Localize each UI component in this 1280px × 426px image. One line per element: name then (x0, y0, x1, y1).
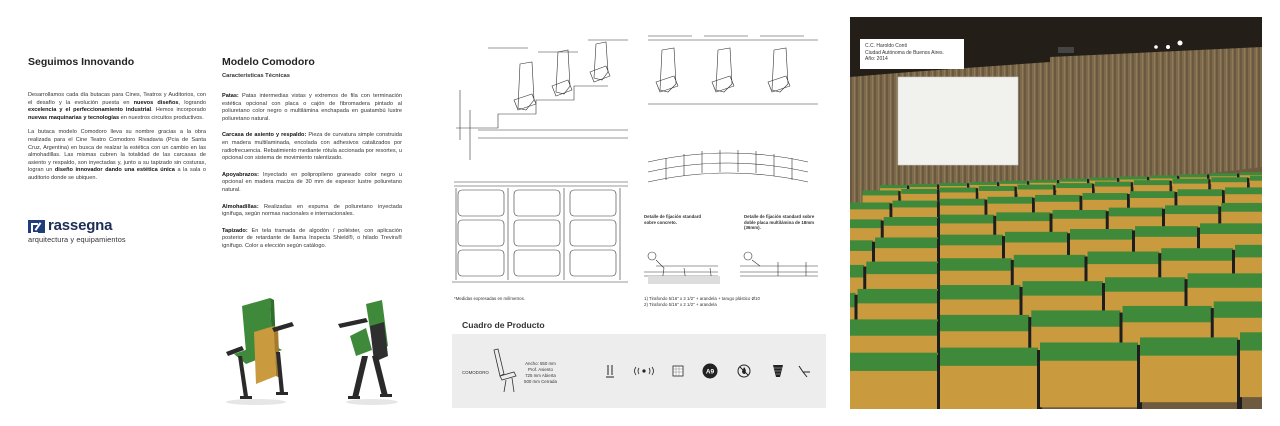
model-title: Modelo Comodoro (222, 56, 315, 68)
drawing-linework (452, 35, 818, 284)
specs-column: Modelo Comodoro Características Técnicas… (222, 56, 402, 260)
specs-subtitle: Características Técnicas (222, 73, 290, 79)
product-model-label: COMODORO (462, 370, 489, 375)
spec-item: Tapizado: En tela tramada de algodón / p… (222, 227, 402, 249)
tilting-seat-icon (796, 363, 812, 379)
detail-concrete-title: Detalle de fijación standard sobre concr… (644, 214, 702, 225)
fabric-texture-icon (670, 363, 686, 379)
caption-venue: C.C. Haroldo Conti (865, 43, 907, 49)
intro-column: Seguimos Innovando Desarrollamos cada dí… (28, 56, 206, 190)
intro-paragraph-1: Desarrollamos cada día butacas para Cine… (28, 92, 206, 121)
photo-caption: C.C. Haroldo Conti Ciudad Autónoma de Bu… (860, 39, 964, 69)
intro-paragraph-2: La butaca modelo Comodoro lleva su nombr… (28, 129, 206, 181)
product-table: COMODORO Ancho: 550 mm Prof. Asiento 725… (452, 334, 826, 408)
intro-title: Seguimos Innovando (28, 56, 135, 68)
rassegna-logo: rassegna arquitectura y equipamientos (28, 217, 168, 246)
cuadro-title: Cuadro de Producto (462, 320, 545, 330)
spec-item: Almohadillas: Realizadas en espuma de po… (222, 203, 402, 218)
intro-text: Desarrollamos cada día butacas para Cine… (28, 92, 206, 183)
a9-badge-icon: A9 (702, 363, 718, 379)
logo-mark-icon (28, 220, 45, 234)
product-dimensions: Ancho: 550 mm Prof. Asiento 725 mm Abier… (524, 361, 557, 384)
fixing-note-2: 2) Tirafondo 5/16" x 2 1/2" + arandela (644, 302, 717, 307)
chair-front-photo (226, 298, 294, 405)
auditorium-photo: C.C. Haroldo Conti Ciudad Autónoma de Bu… (850, 17, 1262, 409)
a9-badge-label: A9 (706, 369, 715, 376)
sound-absorption-icon (632, 363, 656, 379)
spec-item: Patas: Patas intermedias vistas y extrem… (222, 93, 402, 122)
foam-padding-icon (770, 363, 786, 379)
technical-drawings: *Medidas expresadas en milímetros. Detal… (448, 30, 828, 310)
caption-year: Año: 2014 (865, 56, 888, 63)
detail-plywood-title: Detalle de fijación standard sobre doble… (744, 214, 815, 231)
logo-tagline: arquitectura y equipamientos (28, 235, 126, 244)
measure-note: *Medidas expresadas en milímetros. (454, 296, 526, 301)
auditorium-illustration (850, 17, 1262, 409)
fixed-floor-icon (602, 363, 618, 379)
chair-profile-icon (493, 348, 517, 393)
fixing-note-1: 1) Tirafondo 5/16" x 2 1/2" + arandela +… (644, 296, 760, 301)
caption-city: Ciudad Autónoma de Buenos Aires. (865, 49, 944, 56)
fire-retardant-icon (736, 363, 752, 379)
spec-item: Apoyabrazos: Inyectado en polipropileno … (222, 171, 402, 193)
chair-side-photo (338, 300, 398, 405)
logo-name: rassegna (48, 217, 113, 234)
spec-list: Patas: Patas intermedias vistas y extrem… (222, 93, 402, 251)
spec-item: Carcasa de asiento y respaldo: Pieza de … (222, 132, 402, 162)
